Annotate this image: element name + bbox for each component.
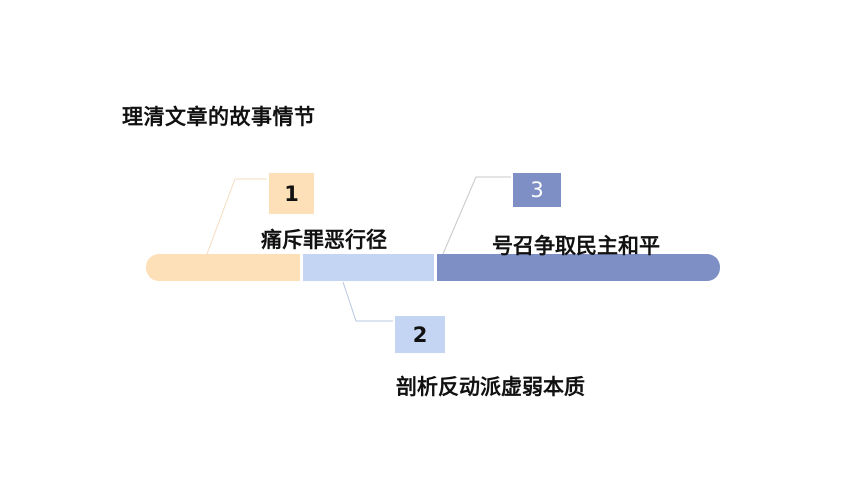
step-1-number-box: 1 (269, 173, 314, 214)
slide-title: 理清文章的故事情节 (122, 105, 316, 129)
step-2-number: 2 (412, 322, 428, 347)
step-2-label: 剖析反动派虚弱本质 (396, 375, 585, 399)
step-1-label: 痛斥罪恶行径 (261, 228, 387, 252)
step-2-number-box: 2 (395, 316, 445, 353)
connector-1 (206, 178, 267, 255)
timeline-segment-2 (303, 254, 434, 281)
step-3-number-box: 3 (513, 173, 561, 207)
timeline-segment-3 (437, 254, 720, 281)
step-3-label: 号召争取民主和平 (492, 234, 660, 258)
step-1-number: 1 (284, 181, 299, 206)
connector-2 (342, 281, 393, 322)
timeline-segment-1 (146, 254, 300, 281)
connector-3 (442, 176, 511, 255)
step-3-number: 3 (530, 178, 544, 202)
